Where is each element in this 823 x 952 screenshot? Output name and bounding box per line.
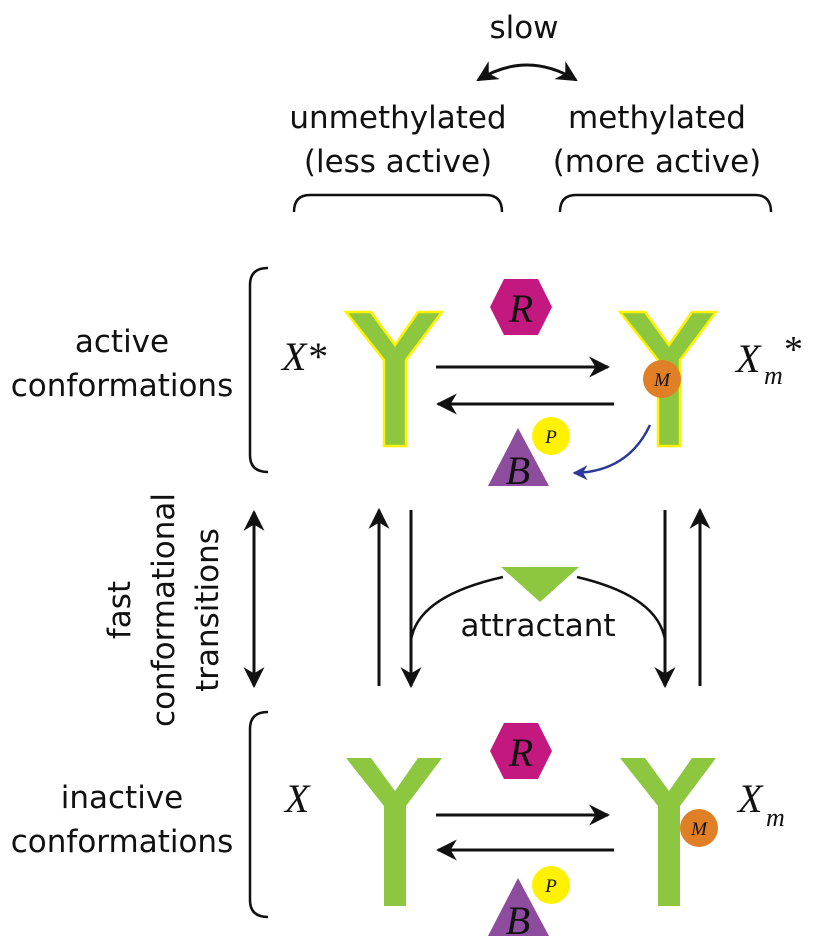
attractant-label: attractant bbox=[460, 608, 615, 644]
r-label-bottom: R bbox=[508, 730, 533, 775]
x-m-star-label: X bbox=[734, 336, 762, 381]
x-m-label: X bbox=[736, 776, 764, 821]
r-label-top: R bbox=[508, 286, 533, 331]
inactive-label: inactive bbox=[61, 780, 184, 816]
attractant-curve-right bbox=[576, 575, 667, 641]
x-m-star-subscript: m bbox=[764, 361, 783, 390]
b-enzyme-triangle-bottom bbox=[488, 878, 549, 936]
inactive-receptor-methylated bbox=[620, 758, 716, 906]
phosphate-group-top bbox=[532, 417, 570, 455]
methyl-group-bottom bbox=[680, 809, 718, 847]
inactive-receptor-unmethylated bbox=[346, 758, 442, 906]
active-receptor-unmethylated bbox=[343, 310, 445, 448]
m-label-top: M bbox=[653, 370, 671, 391]
x-label: X bbox=[283, 776, 311, 821]
conformational-label: conformational bbox=[146, 493, 182, 727]
r-enzyme-hexagon-top bbox=[490, 279, 552, 335]
b-enzyme-triangle-top bbox=[488, 428, 549, 486]
inactive-conformations-label: conformations bbox=[11, 824, 233, 860]
transitions-label: transitions bbox=[190, 528, 226, 692]
methyl-group-top bbox=[643, 360, 681, 398]
active-conformations-label: conformations bbox=[11, 368, 233, 404]
active-label: active bbox=[75, 324, 169, 360]
b-label-bottom: B bbox=[506, 898, 530, 943]
x-m-star-asterisk: * bbox=[784, 329, 803, 371]
unmethylated-label: unmethylated bbox=[289, 100, 506, 136]
phosphate-group-bottom bbox=[532, 866, 570, 904]
less-active-label: (less active) bbox=[304, 144, 492, 180]
b-label-top: B bbox=[506, 448, 530, 493]
fast-transitions-label: fast conformational transitions bbox=[102, 493, 226, 727]
active-bracket bbox=[248, 266, 269, 474]
more-active-label: (more active) bbox=[553, 144, 762, 180]
p-label-bottom: P bbox=[544, 876, 557, 897]
p-label-top: P bbox=[544, 427, 557, 448]
x-star-label: X* bbox=[280, 334, 326, 379]
inactive-bracket bbox=[248, 710, 269, 919]
unmethylated-brace bbox=[292, 193, 504, 213]
methylated-label: methylated bbox=[568, 100, 746, 136]
slow-label: slow bbox=[489, 10, 558, 46]
phosphorylation-arrow bbox=[572, 424, 652, 481]
methylated-brace bbox=[558, 193, 773, 213]
attractant-triangle bbox=[501, 567, 579, 602]
attractant-curve-left bbox=[409, 575, 504, 641]
r-enzyme-hexagon-bottom bbox=[490, 723, 552, 779]
fast-label: fast bbox=[102, 581, 138, 639]
slow-double-arrow bbox=[476, 61, 578, 82]
m-label-bottom: M bbox=[690, 819, 708, 840]
x-m-subscript: m bbox=[766, 803, 785, 832]
